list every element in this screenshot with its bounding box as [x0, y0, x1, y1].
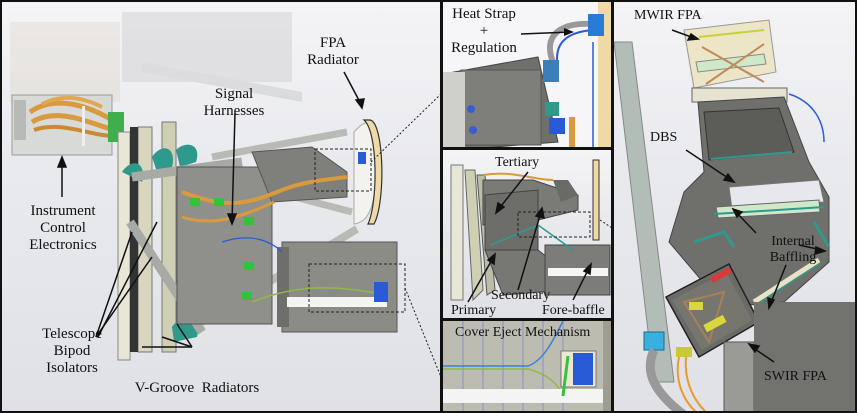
focal-plane-render	[614, 19, 855, 411]
fpa-radiator	[353, 119, 383, 225]
swir-fpa-label: SWIR FPA	[764, 369, 827, 384]
tertiary-label: Tertiary	[495, 155, 540, 170]
ice-label-line2: Control	[40, 220, 86, 236]
cover-eject-mechanism-label: Cover Eject Mechanism	[455, 325, 591, 340]
telescope-bipod-isolators-label: Telescope Bipod Isolators	[35, 326, 109, 377]
instrument-control-electronics-label: Instrument Control Electronics	[24, 203, 102, 254]
optics-arrows	[467, 171, 592, 303]
ghost-render	[10, 12, 302, 102]
heat-strap-label-line3: Regulation	[451, 40, 517, 56]
fpa-radiator-label-line1: FPA	[319, 35, 347, 51]
heat-strap-leader	[370, 94, 440, 163]
focal-plane-panel: MWIR FPA DBS Internal Baffling SWIR FPA	[612, 0, 857, 413]
bipod-label-line1: Telescope	[42, 326, 102, 342]
bipod-label-line3: Isolators	[46, 360, 98, 376]
internal-baffling-label: Internal Baffling	[762, 234, 824, 266]
fpa-radiator-label: FPA Radiator	[302, 35, 364, 69]
heat-strap-panel: Heat Strap + Regulation	[441, 0, 613, 149]
internal-baffling-label-line1: Internal	[771, 234, 815, 249]
main-assembly-panel: FPA Radiator Signal Harnesses Instrument…	[0, 0, 442, 413]
internal-baffling-label-line2: Baffling	[769, 250, 817, 265]
main-assembly-render	[10, 12, 440, 376]
heat-strap-callout-box	[314, 148, 372, 192]
signal-harnesses-label-line1: Signal	[214, 86, 254, 102]
telescope-optics-panel: Tertiary Secondary Primary Fore-baffle	[441, 148, 613, 320]
ice-label-line1: Instrument	[30, 203, 96, 219]
callout-arrows	[56, 71, 365, 348]
ice-label-line3: Electronics	[29, 237, 97, 253]
v-groove-radiators-label: V-Groove Radiators	[134, 380, 260, 396]
dbs-label: DBS	[650, 130, 678, 145]
heat-strap-label-line1: Heat Strap	[452, 6, 516, 22]
heat-strap-regulation-label: Heat Strap + Regulation	[445, 6, 523, 57]
signal-harnesses-label: Signal Harnesses	[198, 86, 270, 120]
telescope-body	[176, 146, 398, 333]
secondary-label: Secondary	[491, 288, 551, 303]
mwir-fpa-label: MWIR FPA	[634, 8, 702, 23]
cover-eject-leader	[404, 287, 440, 376]
heat-strap-arrow	[520, 28, 574, 36]
primary-label: Primary	[451, 303, 497, 318]
cover-eject-panel: Cover Eject Mechanism	[441, 319, 613, 413]
fpa-radiator-label-line2: Radiator	[307, 52, 359, 68]
signal-harnesses-label-line2: Harnesses	[203, 103, 265, 119]
instrument-control-electronics	[11, 94, 124, 156]
bipod-label-line2: Bipod	[53, 343, 91, 359]
cover-eject-render	[443, 321, 611, 411]
heat-strap-render	[443, 2, 611, 147]
fore-baffle-label: Fore-baffle	[542, 303, 605, 318]
focal-plane-arrows	[671, 29, 828, 363]
heat-strap-label-plus: +	[479, 23, 489, 39]
